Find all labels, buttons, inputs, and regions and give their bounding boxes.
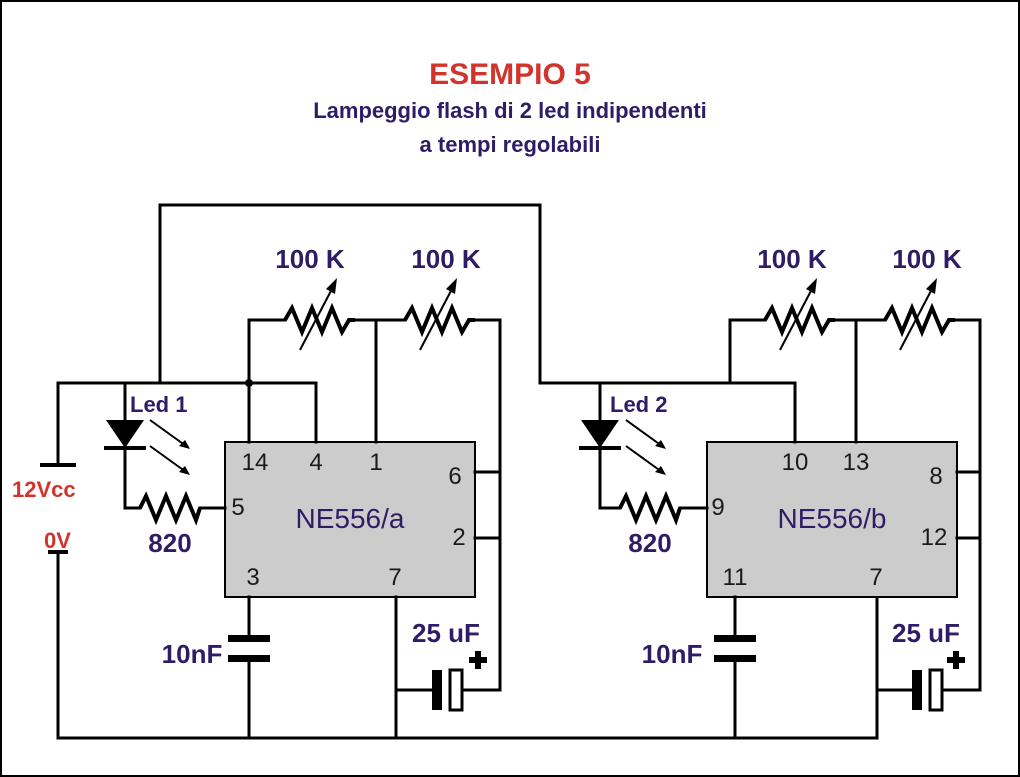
potentiometer-a2-label: 100 K xyxy=(411,244,481,274)
battery-symbol xyxy=(40,463,76,554)
resistor-b-symbol xyxy=(618,490,682,526)
pin-1-label: 1 xyxy=(369,449,382,476)
resistor-a-label: 820 xyxy=(148,528,191,558)
pin-14-label: 14 xyxy=(242,449,269,476)
ne556-a-label: NE556/a xyxy=(296,503,405,534)
global-wiring xyxy=(56,203,879,740)
pin-5-label: 5 xyxy=(231,494,244,521)
ne556-a-chip xyxy=(224,441,476,598)
led-b-symbol xyxy=(579,419,666,475)
supply-positive-label: 12Vcc xyxy=(12,477,76,502)
pin-9-label: 9 xyxy=(711,494,724,521)
ne556-b-label: NE556/b xyxy=(778,503,887,534)
pin-8-label: 8 xyxy=(929,463,942,490)
potentiometer-b1 xyxy=(763,278,835,351)
diagram-subtitle-line2: a tempi regolabili xyxy=(420,132,601,157)
pin-10-label: 10 xyxy=(782,449,809,476)
pin-7-label: 7 xyxy=(388,564,401,591)
pin-12-label: 12 xyxy=(921,524,948,551)
pin-3-label: 3 xyxy=(246,564,259,591)
capacitor-a-25uf-symbol xyxy=(432,651,487,712)
pin-4-label: 4 xyxy=(309,449,322,476)
diagram-subtitle-line1: Lampeggio flash di 2 led indipendenti xyxy=(313,98,707,123)
capacitor-b-10nf-symbol xyxy=(714,635,756,662)
potentiometer-a1 xyxy=(283,278,355,351)
capacitor-b-25uf-symbol xyxy=(912,651,965,712)
diagram-title: ESEMPIO 5 xyxy=(429,58,591,91)
led-b-label: Led 2 xyxy=(610,392,667,417)
capacitor-a-25uf-label: 25 uF xyxy=(412,618,480,648)
capacitor-a-10nf-label: 10nF xyxy=(162,639,223,669)
capacitor-b-10nf-label: 10nF xyxy=(642,639,703,669)
pin-13-label: 13 xyxy=(843,449,870,476)
led-a-symbol xyxy=(104,419,190,475)
potentiometer-a1-label: 100 K xyxy=(275,244,345,274)
circuit-b: NE556/b 10 13 8 9 12 11 7 xyxy=(579,244,982,740)
capacitor-a-10nf-symbol xyxy=(228,635,270,662)
capacitor-b-25uf-label: 25 uF xyxy=(892,618,960,648)
led-a-label: Led 1 xyxy=(130,392,187,417)
pin-11-label: 11 xyxy=(723,564,748,591)
potentiometer-a2 xyxy=(403,278,475,351)
supply-ground-label: 0V xyxy=(44,528,71,553)
pin-2-label: 2 xyxy=(452,524,465,551)
resistor-b-label: 820 xyxy=(628,528,671,558)
pin-7b-label: 7 xyxy=(869,564,882,591)
potentiometer-b1-label: 100 K xyxy=(757,244,827,274)
potentiometer-b2 xyxy=(883,278,955,351)
ne556-b-chip xyxy=(706,441,958,598)
pin-6-label: 6 xyxy=(448,463,461,490)
potentiometer-b2-label: 100 K xyxy=(892,244,962,274)
resistor-a-symbol xyxy=(138,490,202,526)
circuit-a: NE556/a 14 4 1 6 5 2 3 7 xyxy=(104,244,502,740)
